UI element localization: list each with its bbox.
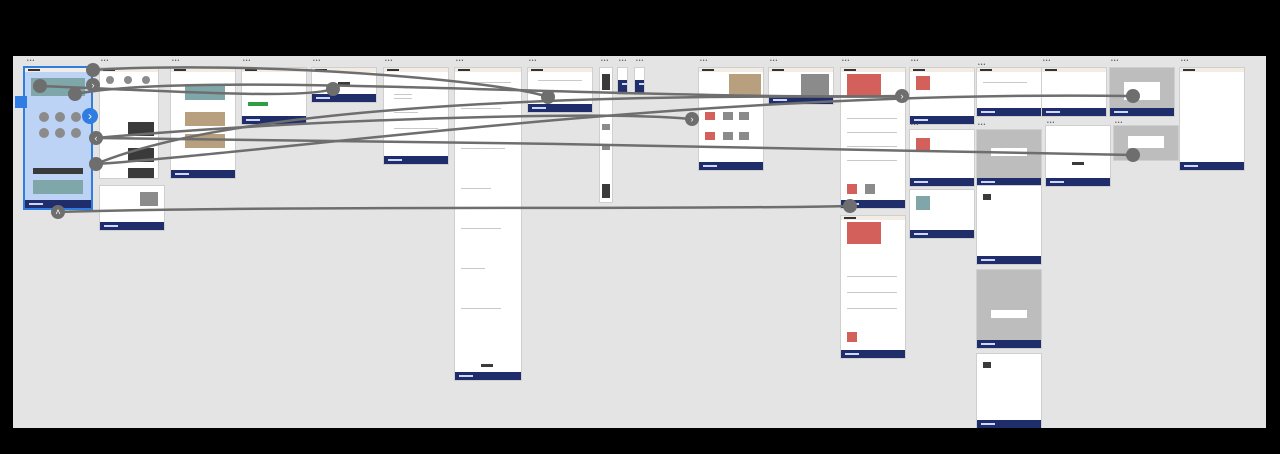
chevron-left-icon[interactable]: ‹ <box>89 131 103 145</box>
artboard-mobile-3[interactable] <box>635 68 644 94</box>
artboard-label[interactable]: ••• <box>313 58 322 64</box>
artboard-login-modal[interactable] <box>1110 68 1174 116</box>
link-handle[interactable] <box>33 79 47 93</box>
artboard-label[interactable]: ••• <box>978 122 987 128</box>
artboard-confirm[interactable] <box>528 68 592 112</box>
link-handle[interactable] <box>86 63 100 77</box>
chevron-up-icon[interactable]: ˄ <box>51 205 65 219</box>
artboard-label[interactable]: ••• <box>978 62 987 68</box>
artboard-article[interactable] <box>384 68 448 164</box>
chevron-right-icon[interactable]: › <box>685 112 699 126</box>
artboard-label[interactable]: ••• <box>1111 58 1120 64</box>
artboard-label[interactable]: ••• <box>456 58 465 64</box>
artboard-label[interactable]: ••• <box>619 58 628 64</box>
artboard-cart-2[interactable] <box>910 130 974 186</box>
artboard-product-2[interactable] <box>841 216 905 358</box>
chevron-right-icon[interactable]: › <box>82 108 98 124</box>
artboard-checkout-3[interactable] <box>977 354 1041 428</box>
artboard-contact[interactable] <box>242 68 306 124</box>
artboard-booking[interactable] <box>312 68 376 102</box>
artboard-label[interactable]: ••• <box>911 122 920 128</box>
artboard-about[interactable] <box>171 68 235 178</box>
artboard-shop-detail[interactable] <box>769 68 833 104</box>
artboard-checkout-1[interactable] <box>977 68 1041 116</box>
artboard-account-1[interactable] <box>1042 68 1106 116</box>
link-handle[interactable] <box>1126 148 1140 162</box>
artboard-label[interactable]: ••• <box>842 58 851 64</box>
link-handle[interactable] <box>68 87 82 101</box>
artboard-label[interactable]: ••• <box>101 58 110 64</box>
artboard-mobile-1[interactable] <box>600 68 612 202</box>
prototype-canvas[interactable]: ••• ••• ••• ••• ••• ••• ••• ••• ••• ••• … <box>13 56 1266 428</box>
artboard-label[interactable]: ••• <box>1115 120 1124 126</box>
artboard-label[interactable]: ••• <box>1047 120 1056 126</box>
artboard-cart-3[interactable] <box>910 190 974 238</box>
artboard-account-2[interactable] <box>1046 126 1110 186</box>
chevron-right-icon[interactable]: › <box>86 78 100 92</box>
link-handle[interactable] <box>89 157 103 171</box>
artboard-checkout-modal[interactable] <box>977 130 1041 186</box>
artboard-login-modal-2[interactable] <box>1114 126 1178 160</box>
artboard-services[interactable] <box>100 68 158 178</box>
artboard-mobile-2[interactable] <box>618 68 627 94</box>
artboard-label[interactable]: ••• <box>385 58 394 64</box>
artboard-long-form[interactable] <box>455 68 521 380</box>
artboard-label[interactable]: ••• <box>1181 58 1190 64</box>
artboard-services-detail[interactable] <box>100 186 164 230</box>
artboard-label[interactable]: ••• <box>636 58 645 64</box>
artboard-shop[interactable] <box>699 68 763 170</box>
link-handle[interactable] <box>1126 89 1140 103</box>
link-handle[interactable] <box>326 82 340 96</box>
artboard-label[interactable]: ••• <box>770 58 779 64</box>
artboard-cart-1[interactable] <box>910 68 974 124</box>
selection-tag <box>15 96 27 108</box>
link-handle[interactable] <box>843 199 857 213</box>
artboard-label[interactable]: ••• <box>700 58 709 64</box>
artboard-checkout-modal-2[interactable] <box>977 270 1041 348</box>
artboard-product-1[interactable] <box>841 68 905 208</box>
artboard-label[interactable]: ••• <box>601 58 610 64</box>
artboard-blank[interactable] <box>1180 68 1244 170</box>
link-handle[interactable] <box>541 90 555 104</box>
artboard-label[interactable]: ••• <box>529 58 538 64</box>
artboard-label[interactable]: ••• <box>1043 58 1052 64</box>
artboard-checkout-2[interactable] <box>977 186 1041 264</box>
artboard-label[interactable]: ••• <box>243 58 252 64</box>
artboard-label[interactable]: ••• <box>27 58 36 64</box>
artboard-label[interactable]: ••• <box>172 58 181 64</box>
chevron-right-icon[interactable]: › <box>895 89 909 103</box>
artboard-label[interactable]: ••• <box>911 58 920 64</box>
